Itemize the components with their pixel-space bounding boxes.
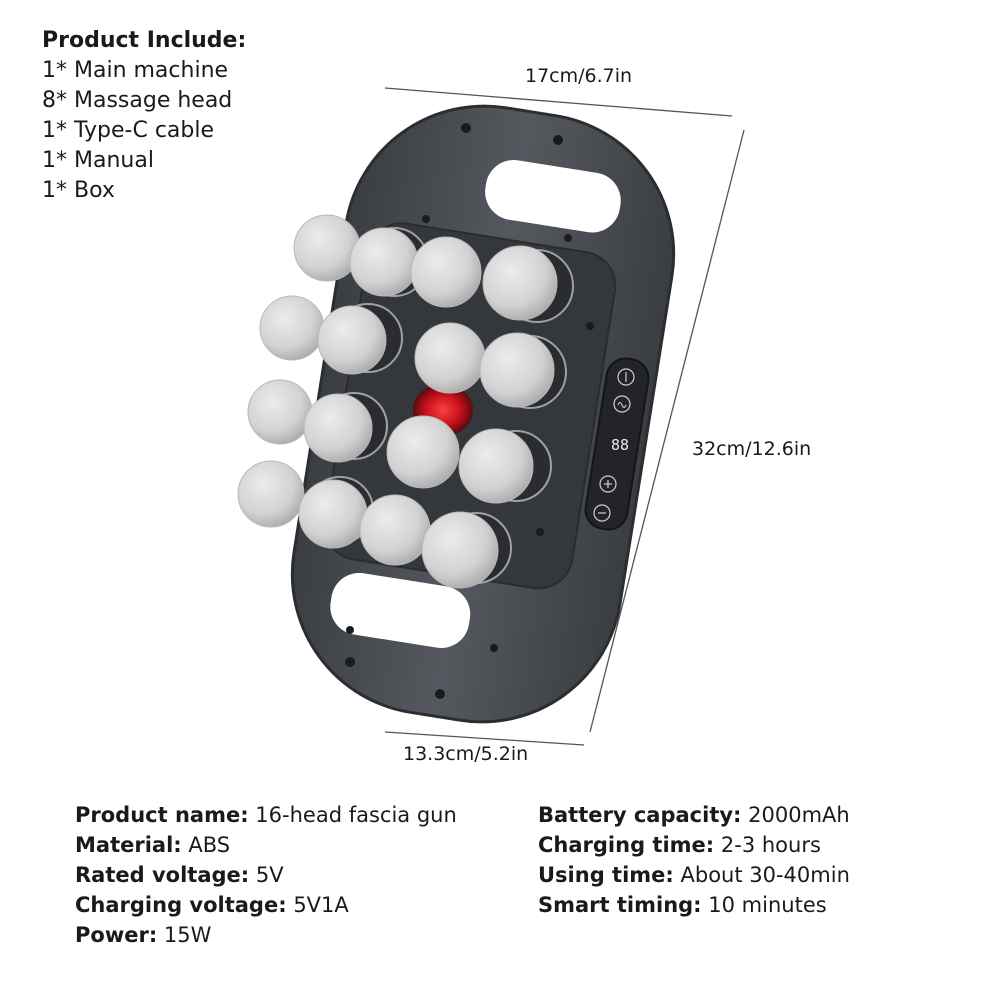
spec-value: ABS [188, 833, 231, 857]
massage-head [421, 511, 499, 589]
dimension-top-width: 17cm/6.7in [525, 65, 632, 87]
massage-head [359, 494, 431, 566]
spec-label: Battery capacity: [538, 803, 742, 827]
spec-value: About 30-40min [680, 863, 850, 887]
minus-button[interactable] [593, 504, 611, 522]
massage-head [479, 332, 555, 408]
timer-display: 88 [611, 436, 629, 454]
spec-label: Power: [75, 923, 158, 947]
massage-head [458, 428, 534, 504]
spec-product-name: Product name: 16-head fascia gun [75, 800, 457, 830]
massage-head [247, 379, 313, 445]
dimension-lines [384, 87, 745, 746]
massage-head [237, 460, 305, 528]
spec-rated-voltage: Rated voltage: 5V [75, 860, 457, 890]
mode-button[interactable] [617, 368, 635, 386]
massage-head [317, 305, 387, 375]
product-include-heading: Product Include: [42, 28, 247, 53]
control-panel: 88 [584, 357, 650, 531]
spec-value: 5V1A [293, 893, 349, 917]
spec-material: Material: ABS [75, 830, 457, 860]
spec-smart-timing: Smart timing: 10 minutes [538, 890, 850, 920]
massage-head [298, 479, 368, 549]
spec-label: Charging time: [538, 833, 715, 857]
spec-label: Product name: [75, 803, 249, 827]
massage-head [386, 415, 460, 489]
include-item: 1* Type-C cable [42, 118, 215, 143]
spec-using-time: Using time: About 30-40min [538, 860, 850, 890]
specs-left: Product name: 16-head fascia gun Materia… [75, 800, 457, 950]
spec-value: 15W [163, 923, 212, 947]
spec-charging-voltage: Charging voltage: 5V1A [75, 890, 457, 920]
specs-right: Battery capacity: 2000mAh Charging time:… [538, 800, 850, 920]
spec-label: Using time: [538, 863, 674, 887]
massage-head [259, 295, 325, 361]
massage-heads [237, 214, 574, 589]
massage-head [410, 236, 482, 308]
spec-label: Rated voltage: [75, 863, 250, 887]
massage-head [293, 214, 361, 282]
spec-label: Material: [75, 833, 182, 857]
plus-button[interactable] [599, 475, 617, 493]
spec-value: 10 minutes [708, 893, 827, 917]
spec-value: 5V [255, 863, 284, 887]
product-include-list: Product Include: 1* Main machine 8* Mass… [42, 26, 246, 206]
include-item: 1* Box [42, 178, 115, 203]
spec-label: Smart timing: [538, 893, 702, 917]
massage-head [482, 245, 558, 321]
massage-head [303, 393, 373, 463]
spec-value: 2-3 hours [720, 833, 821, 857]
bottom-handle-opening [330, 572, 471, 649]
include-item: 8* Massage head [42, 88, 233, 113]
dimension-bottom-width: 13.3cm/5.2in [403, 743, 528, 765]
heat-button[interactable] [613, 395, 631, 413]
massage-head [414, 322, 486, 394]
massage-head [349, 227, 419, 297]
spec-battery-capacity: Battery capacity: 2000mAh [538, 800, 850, 830]
dimension-height: 32cm/12.6in [692, 438, 811, 460]
include-item: 1* Main machine [42, 58, 229, 83]
spec-value: 2000mAh [748, 803, 850, 827]
spec-label: Charging voltage: [75, 893, 287, 917]
top-handle-opening [485, 160, 621, 233]
spec-power: Power: 15W [75, 920, 457, 950]
spec-value: 16-head fascia gun [255, 803, 457, 827]
include-item: 1* Manual [42, 148, 154, 173]
spec-charging-time: Charging time: 2-3 hours [538, 830, 850, 860]
